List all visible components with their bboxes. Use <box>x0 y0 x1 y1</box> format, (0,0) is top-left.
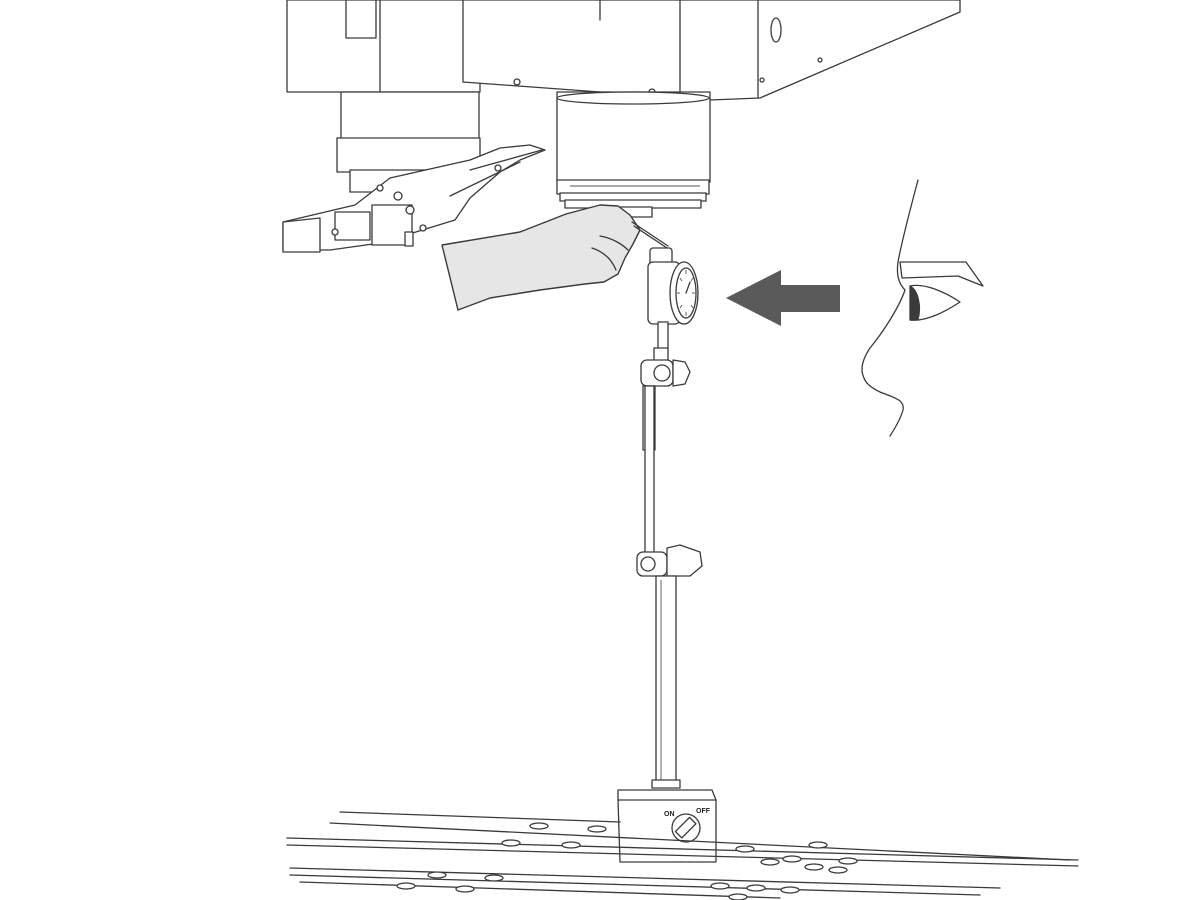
spindle-head-housing <box>286 0 961 101</box>
tool-changer-arm <box>282 91 546 253</box>
base-on-label: ON <box>664 811 675 818</box>
eye-face-icon <box>861 179 984 437</box>
base-switch-knob[interactable] <box>674 816 697 839</box>
dial-ticks <box>677 270 695 316</box>
dial-indicator <box>631 221 699 351</box>
table-holes <box>396 822 858 900</box>
base-off-label: OFF <box>696 808 711 815</box>
hand-icon <box>441 204 641 311</box>
left-arrow-icon <box>726 270 840 326</box>
main-spindle <box>556 91 711 218</box>
machine-table <box>286 811 1079 900</box>
magnetic-base: ON OFF <box>617 779 717 863</box>
indicator-stand <box>636 347 703 785</box>
